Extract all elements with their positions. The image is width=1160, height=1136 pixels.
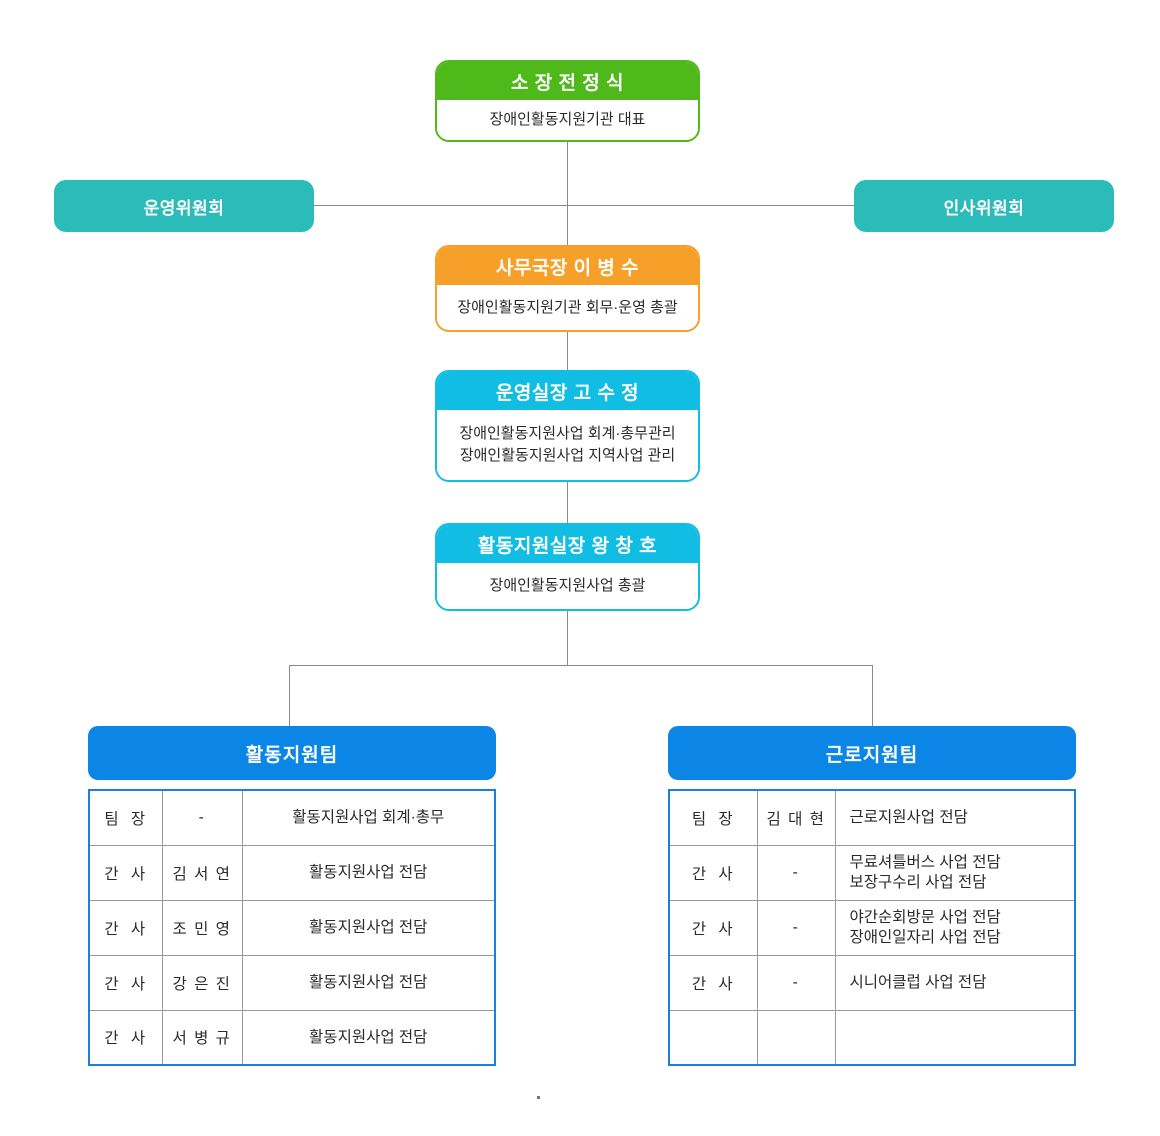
cell-duty: 근로지원사업 전담	[834, 789, 1076, 846]
node-director-duty: 장애인활동지원기관 대표	[489, 111, 646, 129]
cell-duty-line: 활동지원사업 전담	[309, 918, 428, 936]
cell-role: 간 사	[88, 844, 163, 901]
node-operations-office-body: 장애인활동지원사업 회계·총무관리 장애인활동지원사업 지역사업 관리	[437, 410, 698, 480]
cell-role: 간 사	[668, 844, 758, 901]
node-operations-office[interactable]: 운영실장 고 수 정 장애인활동지원사업 회계·총무관리 장애인활동지원사업 지…	[435, 370, 700, 482]
connector-secretary-to-operations	[567, 332, 568, 370]
cell-duty-line: 장애인일자리 사업 전담	[849, 928, 1001, 946]
team-activity-support-header[interactable]: 활동지원팀	[88, 726, 496, 780]
node-director[interactable]: 소 장 전 정 식 장애인활동지원기관 대표	[435, 60, 700, 142]
connector-drop-right-team	[872, 665, 873, 727]
node-activity-support-office-duty: 장애인활동지원사업 총괄	[489, 577, 646, 595]
cell-name: 조 민 영	[161, 899, 243, 956]
cell-duty: 활동지원사업 전담	[241, 899, 496, 956]
cell-role: 팀 장	[88, 789, 163, 846]
cell-duty-line: 활동지원사업 전담	[309, 863, 428, 881]
cell-duty-line: 근로지원사업 전담	[849, 809, 968, 827]
cell-duty-line: 활동지원사업 전담	[309, 973, 428, 991]
cell-duty: 활동지원사업 전담	[241, 1009, 496, 1066]
team-work-support-header[interactable]: 근로지원팀	[668, 726, 1076, 780]
committee-operating-label: 운영위원회	[143, 198, 225, 218]
node-secretary-general-duty: 장애인활동지원기관 회무·운영 총괄	[457, 298, 678, 316]
cell-role: 팀 장	[668, 789, 758, 846]
cell-duty-line: 활동지원사업 회계·총무	[292, 809, 445, 827]
cell-role: 간 사	[88, 954, 163, 1011]
cell-name: 김 서 연	[161, 844, 243, 901]
cell-duty: 시니어클럽 사업 전담	[834, 954, 1076, 1011]
table-row: 간 사-시니어클럽 사업 전담	[668, 954, 1076, 1011]
connector-drop-left-team	[289, 665, 290, 727]
node-operations-office-duty-1: 장애인활동지원사업 회계·총무관리	[459, 425, 676, 443]
cell-duty-line: 무료셔틀버스 사업 전담	[849, 854, 1001, 872]
cell-duty-line: 시니어클럽 사업 전담	[849, 973, 987, 991]
cell-duty: 활동지원사업 회계·총무	[241, 789, 496, 846]
cell-name: -	[161, 789, 243, 846]
cell-name: -	[756, 844, 836, 901]
node-activity-support-office-title: 활동지원실장 왕 창 호	[437, 525, 698, 563]
cell-role: 간 사	[668, 899, 758, 956]
table-row	[668, 1009, 1076, 1066]
committee-operating[interactable]: 운영위원회	[54, 180, 314, 232]
cell-name: 강 은 진	[161, 954, 243, 1011]
cell-duty	[834, 1009, 1076, 1066]
cell-name: 김 대 현	[756, 789, 836, 846]
connector-director-to-secretary	[567, 142, 568, 245]
cell-role: 간 사	[88, 1009, 163, 1066]
connector-activity-to-teams-trunk	[567, 611, 568, 666]
cell-role: 간 사	[88, 899, 163, 956]
cell-name: 서 병 규	[161, 1009, 243, 1066]
connector-teams-horizontal	[289, 665, 873, 666]
cell-duty: 활동지원사업 전담	[241, 954, 496, 1011]
table-row: 팀 장- 활동지원사업 회계·총무	[88, 789, 496, 846]
node-director-title: 소 장 전 정 식	[437, 62, 698, 100]
committee-personnel-label: 인사위원회	[943, 198, 1025, 218]
cell-role	[668, 1009, 758, 1066]
node-secretary-general-title: 사무국장 이 병 수	[437, 247, 698, 285]
cell-role: 간 사	[668, 954, 758, 1011]
node-operations-office-duty-2: 장애인활동지원사업 지역사업 관리	[459, 447, 676, 464]
node-activity-support-office-body: 장애인활동지원사업 총괄	[437, 563, 698, 609]
node-operations-office-title: 운영실장 고 수 정	[437, 372, 698, 410]
connector-committees-horizontal	[314, 205, 854, 206]
committee-personnel[interactable]: 인사위원회	[854, 180, 1114, 232]
node-director-body: 장애인활동지원기관 대표	[437, 100, 698, 140]
page-speck	[537, 1096, 540, 1099]
cell-name: -	[756, 899, 836, 956]
cell-name	[756, 1009, 836, 1066]
cell-duty-line: 활동지원사업 전담	[309, 1028, 428, 1046]
cell-duty-line: 야간순회방문 사업 전담	[849, 909, 1001, 927]
cell-duty: 활동지원사업 전담	[241, 844, 496, 901]
node-secretary-general[interactable]: 사무국장 이 병 수 장애인활동지원기관 회무·운영 총괄	[435, 245, 700, 332]
connector-operations-to-activity	[567, 482, 568, 523]
node-activity-support-office[interactable]: 활동지원실장 왕 창 호 장애인활동지원사업 총괄	[435, 523, 700, 611]
cell-name: -	[756, 954, 836, 1011]
node-secretary-general-body: 장애인활동지원기관 회무·운영 총괄	[437, 285, 698, 330]
cell-duty-line: 보장구수리 사업 전담	[849, 873, 987, 891]
